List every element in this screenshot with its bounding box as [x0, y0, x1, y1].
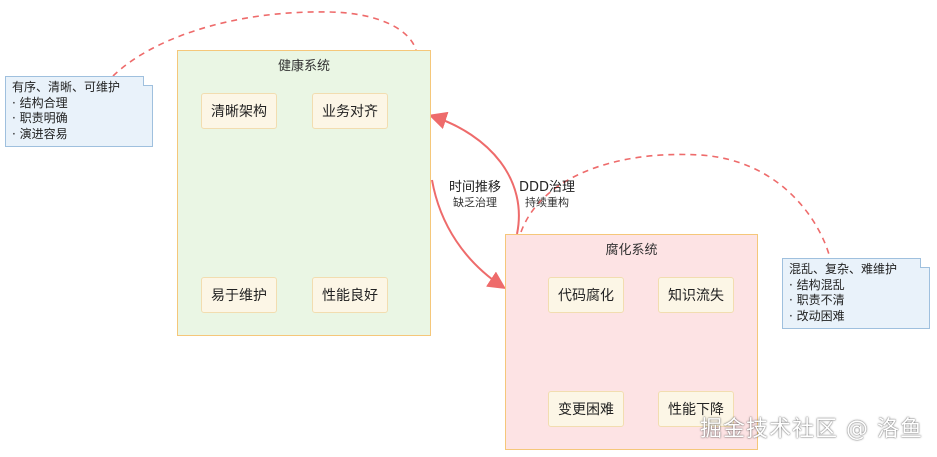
node-performance-decline: 性能下降	[658, 391, 734, 427]
node-change-difficulty: 变更困难	[548, 391, 624, 427]
corrupt-note-item: · 职责不清	[789, 293, 845, 307]
healthy-note-connector	[112, 11, 417, 77]
corrupt-note-item: · 改动困难	[789, 308, 845, 323]
node-good-performance: 性能良好	[312, 277, 388, 313]
note-fold-corner	[143, 76, 153, 86]
corrupt-note-item: · 结构混乱	[789, 277, 845, 292]
node-clear-architecture: 清晰架构	[201, 93, 277, 129]
node-easy-maintenance: 易于维护	[201, 277, 277, 313]
healthy-note-item: · 结构合理	[12, 95, 68, 110]
note-fold-corner	[920, 258, 930, 268]
healthy-note-item: · 职责明确	[12, 111, 68, 125]
corrupt-system-title: 腐化系统	[605, 243, 658, 258]
decay-label-sub: 缺乏治理	[453, 196, 497, 209]
recover-label: DDD治理 持续重构	[512, 180, 582, 210]
watermark: 掘金技术社区 @ 洛鱼	[700, 417, 923, 442]
node-code-rot: 代码腐化	[548, 277, 624, 313]
healthy-system-box: 健康系统 清晰架构 业务对齐 易于维护 性能良好	[177, 50, 431, 336]
node-business-alignment: 业务对齐	[312, 93, 388, 129]
healthy-note-heading: 有序、清晰、可维护	[12, 80, 121, 94]
decay-label: 时间推移 缺乏治理	[438, 180, 512, 210]
node-knowledge-loss: 知识流失	[658, 277, 734, 313]
corrupt-note: 混乱、复杂、难维护 · 结构混乱 · 职责不清 · 改动困难	[782, 258, 930, 329]
corrupt-system-box: 腐化系统 代码腐化 知识流失 变更困难 性能下降	[505, 234, 758, 450]
corrupt-note-heading: 混乱、复杂、难维护	[789, 262, 898, 276]
healthy-system-title: 健康系统	[277, 59, 330, 74]
recover-label-main: DDD治理	[518, 180, 576, 195]
decay-arrow	[431, 179, 507, 289]
healthy-note: 有序、清晰、可维护 · 结构合理 · 职责明确 · 演进容易	[5, 76, 153, 147]
decay-label-main: 时间推移	[448, 180, 501, 195]
healthy-note-item: · 演进容易	[12, 126, 68, 141]
recover-arrow	[428, 111, 520, 235]
recover-label-sub: 持续重构	[525, 196, 569, 209]
